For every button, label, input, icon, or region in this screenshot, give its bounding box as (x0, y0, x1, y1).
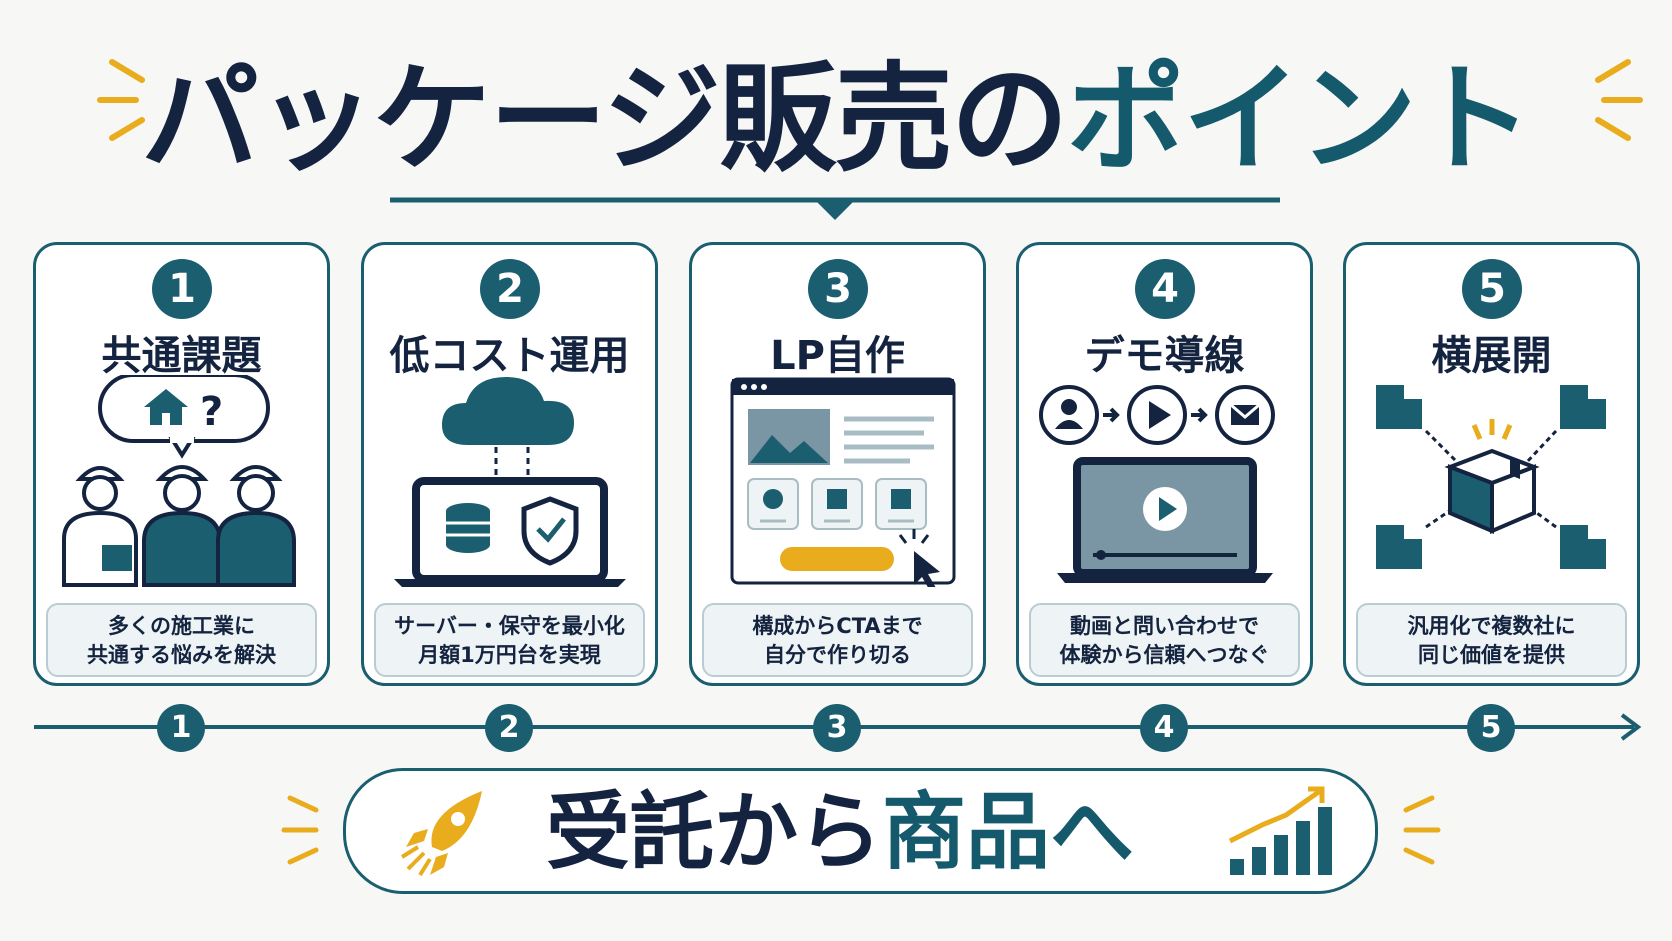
card-title: 低コスト運用 (389, 333, 630, 379)
title-underline (390, 197, 1280, 220)
growth-chart-icon (1228, 786, 1332, 875)
title-spark-right-icon (1595, 59, 1643, 141)
banner-text-part1: 受託から (546, 783, 883, 881)
card-description: 多くの施工業に 共通する悩みを解決 (46, 603, 317, 677)
card-horizontal-expansion: 5 横展開 汎用化で複数社に 同じ価値を提供 (1343, 242, 1640, 686)
card-desc-line: 共通する悩みを解決 (87, 643, 276, 667)
card-number: 3 (808, 259, 868, 319)
box-buildings-icon (1376, 385, 1606, 569)
card-number: 4 (1135, 259, 1195, 319)
card-description: 構成からCTAまで 自分で作り切る (702, 603, 973, 677)
cloud-laptop-shield-icon (394, 377, 626, 587)
card-desc-line: 構成からCTAまで (752, 614, 923, 638)
page-title-part2: ポイント (1066, 50, 1533, 188)
user-play-mail-laptop-icon (1039, 385, 1275, 583)
card-number: 5 (1462, 259, 1522, 319)
banner-text-part2: 商品へ (882, 783, 1135, 881)
card-number: 2 (480, 259, 540, 319)
card-description: 動画と問い合わせで 体験から信頼へつなぐ (1029, 603, 1300, 677)
card-desc-line: 同じ価値を提供 (1418, 643, 1565, 667)
svg-text:?: ? (200, 389, 223, 435)
timeline-step-4: 4 (1140, 704, 1188, 752)
card-desc-line: 動画と問い合わせで (1070, 614, 1259, 638)
timeline-step-5: 5 (1467, 704, 1515, 752)
title-spark-left-icon (97, 59, 145, 141)
card-desc-line: 月額1万円台を実現 (418, 643, 601, 667)
card-desc-line: 自分で作り切る (764, 643, 911, 667)
card-title: 共通課題 (101, 333, 262, 379)
card-desc-line: サーバー・保守を最小化 (394, 614, 625, 638)
card-number: 1 (152, 259, 212, 319)
card-common-issue: 1 共通課題 ? 多くの施工業に 共通する悩みを解決 (33, 242, 330, 686)
timeline-step-2: 2 (485, 704, 533, 752)
card-description: 汎用化で複数社に 同じ価値を提供 (1356, 603, 1627, 677)
card-lp-self-made: 3 LP自作 構成からCTAまで 自分で作り切る (689, 242, 986, 686)
workers-question-icon: ? (62, 375, 296, 587)
card-desc-line: 多くの施工業に (108, 614, 255, 638)
card-desc-line: 汎用化で複数社に (1407, 614, 1576, 638)
rocket-icon (400, 791, 482, 877)
card-demo-flow: 4 デモ導線 動画と問い合わせで 体験から信頼へつなぐ (1016, 242, 1313, 686)
page-title-part1: パッケージ販売の (141, 50, 1069, 188)
banner-text: 受託から商品へ (546, 777, 1134, 887)
card-title: 横展開 (1431, 333, 1552, 379)
banner-spark-right-icon (1403, 795, 1441, 865)
card-desc-line: 体験から信頼へつなぐ (1059, 643, 1270, 667)
timeline-step-1: 1 (157, 704, 205, 752)
landing-page-cursor-icon (730, 377, 956, 587)
page-title: パッケージ販売のポイント (0, 54, 1672, 184)
banner-spark-left-icon (281, 795, 319, 865)
card-title: デモ導線 (1084, 333, 1245, 379)
bottom-banner: 受託から商品へ (343, 768, 1378, 894)
card-title: LP自作 (770, 333, 905, 379)
card-low-cost: 2 低コスト運用 サーバー・保守を最小化 月額1万円台を実現 (361, 242, 658, 686)
timeline-step-3: 3 (813, 704, 861, 752)
card-description: サーバー・保守を最小化 月額1万円台を実現 (374, 603, 645, 677)
